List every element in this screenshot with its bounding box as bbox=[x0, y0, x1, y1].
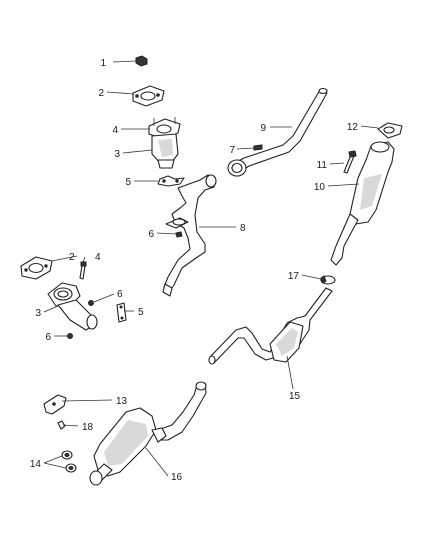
part-flange-gasket-lower bbox=[116, 302, 127, 323]
part-bolt-right bbox=[343, 150, 357, 174]
callout-10: 10 bbox=[314, 182, 326, 193]
callout-4-lower: 4 bbox=[95, 252, 101, 263]
callout-11: 11 bbox=[317, 160, 328, 171]
part-catalytic-converter-upper bbox=[148, 117, 181, 169]
part-catalytic-converter-right bbox=[330, 141, 395, 266]
part-bolt-small bbox=[253, 144, 263, 151]
part-clamp bbox=[320, 275, 336, 285]
part-catalytic-converter-lower bbox=[47, 282, 98, 331]
callout-1: 1 bbox=[100, 58, 106, 69]
leader-lines bbox=[43, 60, 379, 477]
part-stud-lower bbox=[79, 261, 87, 280]
callout-13: 13 bbox=[116, 396, 128, 407]
part-gasket-upper bbox=[132, 85, 165, 107]
callout-5-lower: 5 bbox=[138, 307, 144, 318]
callout-3: 3 bbox=[114, 149, 120, 160]
part-hanger-bracket bbox=[43, 394, 67, 415]
callout-14: 14 bbox=[30, 459, 42, 470]
callout-12: 12 bbox=[347, 122, 359, 133]
part-hanger-clip bbox=[57, 420, 66, 430]
part-gasket-right bbox=[377, 122, 403, 139]
callout-16: 16 bbox=[171, 472, 183, 483]
callout-15: 15 bbox=[289, 391, 301, 402]
callout-17: 17 bbox=[288, 271, 300, 282]
callout-8: 8 bbox=[240, 223, 246, 234]
callout-7: 7 bbox=[229, 145, 235, 156]
callout-2-lower: 2 bbox=[69, 252, 75, 263]
part-isolator-b bbox=[65, 463, 77, 473]
callout-labels: 1 2 4 3 5 7 9 8 6 12 11 10 2 4 6 3 5 6 1… bbox=[30, 58, 359, 483]
part-muffler bbox=[89, 381, 207, 486]
part-y-pipe bbox=[162, 174, 217, 297]
part-nut bbox=[135, 55, 148, 67]
callout-4: 4 bbox=[112, 125, 118, 136]
part-nut-mid bbox=[175, 231, 183, 238]
part-nut-lower-b bbox=[67, 333, 73, 339]
part-resonator-pipe bbox=[208, 287, 333, 365]
callout-18: 18 bbox=[82, 422, 94, 433]
callout-6-lower-a: 6 bbox=[117, 289, 123, 300]
part-front-pipe bbox=[227, 87, 328, 177]
callout-6: 6 bbox=[148, 229, 154, 240]
callout-6-lower-b: 6 bbox=[45, 332, 51, 343]
part-isolator-a bbox=[61, 450, 73, 460]
part-gasket-lower bbox=[20, 256, 53, 280]
callout-5: 5 bbox=[125, 177, 131, 188]
callout-2: 2 bbox=[98, 88, 104, 99]
callout-3-lower: 3 bbox=[35, 308, 41, 319]
part-flange-gasket-upper bbox=[157, 175, 185, 187]
part-nut-lower-a bbox=[88, 300, 94, 306]
callout-9: 9 bbox=[260, 123, 266, 134]
